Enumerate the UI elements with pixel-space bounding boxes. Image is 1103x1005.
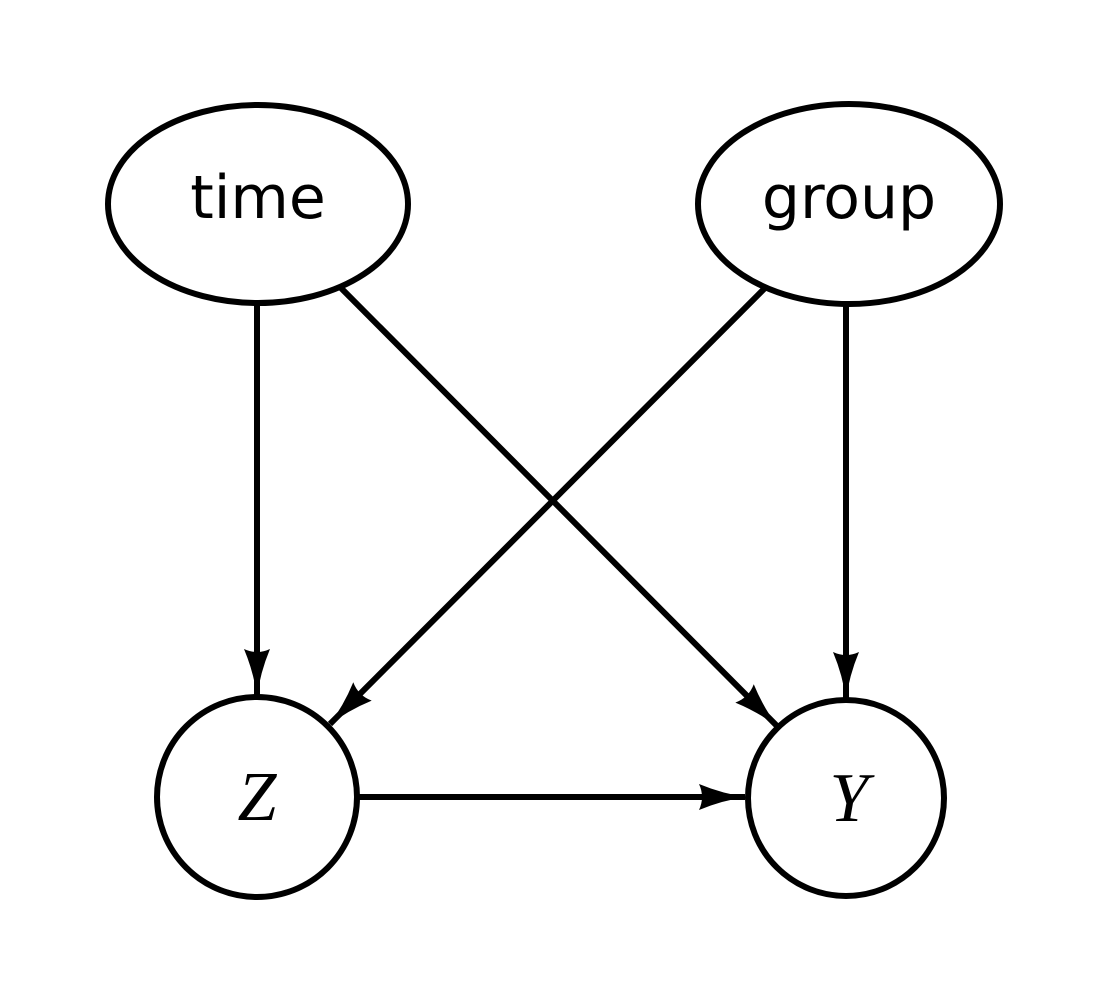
node-Y-label: Y: [830, 760, 876, 837]
node-time-label: time: [190, 163, 326, 233]
node-Y-shape: [745, 697, 947, 899]
node-group-shape: [695, 101, 1003, 307]
node-Z: Z: [154, 694, 360, 900]
edge-time-to-Y: [337, 284, 780, 729]
node-time: time: [105, 102, 411, 306]
node-Z-label: Z: [238, 759, 278, 836]
edge-group-to-Z: [327, 284, 769, 727]
node-time-shape: [105, 102, 411, 306]
node-Z-shape: [154, 694, 360, 900]
node-group-label: group: [762, 163, 936, 233]
node-Y: Y: [745, 697, 947, 899]
node-group: group: [695, 101, 1003, 307]
